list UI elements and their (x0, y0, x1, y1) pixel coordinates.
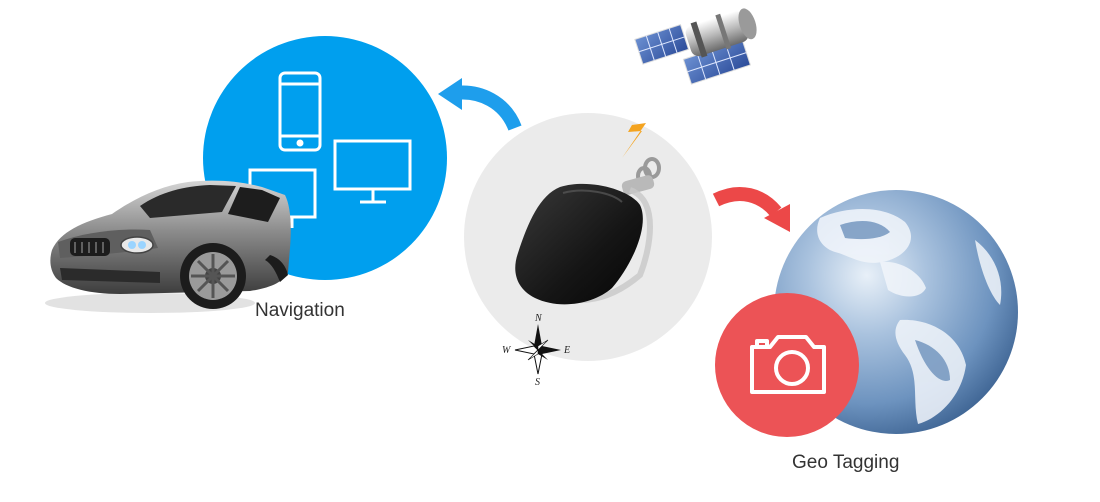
compass-west-label: W (502, 345, 512, 356)
smartphone-icon (278, 71, 322, 152)
navigation-label: Navigation (255, 300, 345, 321)
gps-tracker-device (515, 157, 661, 305)
car-image (45, 180, 291, 313)
geo-tagging-label: Geo Tagging (792, 452, 900, 473)
arrow-to-navigation (438, 78, 522, 131)
camera-circle (715, 293, 859, 437)
compass-east-label: E (563, 345, 570, 356)
compass-north-label: N (534, 313, 543, 324)
lightning-icon (622, 93, 650, 158)
arrow-to-geo-tagging (712, 187, 790, 232)
compass-south-label: S (535, 377, 540, 388)
camera-icon (750, 335, 826, 394)
satellite-icon (634, 8, 757, 85)
compass-rose-icon: N S E W (502, 313, 570, 388)
monitor-icon (333, 139, 412, 204)
